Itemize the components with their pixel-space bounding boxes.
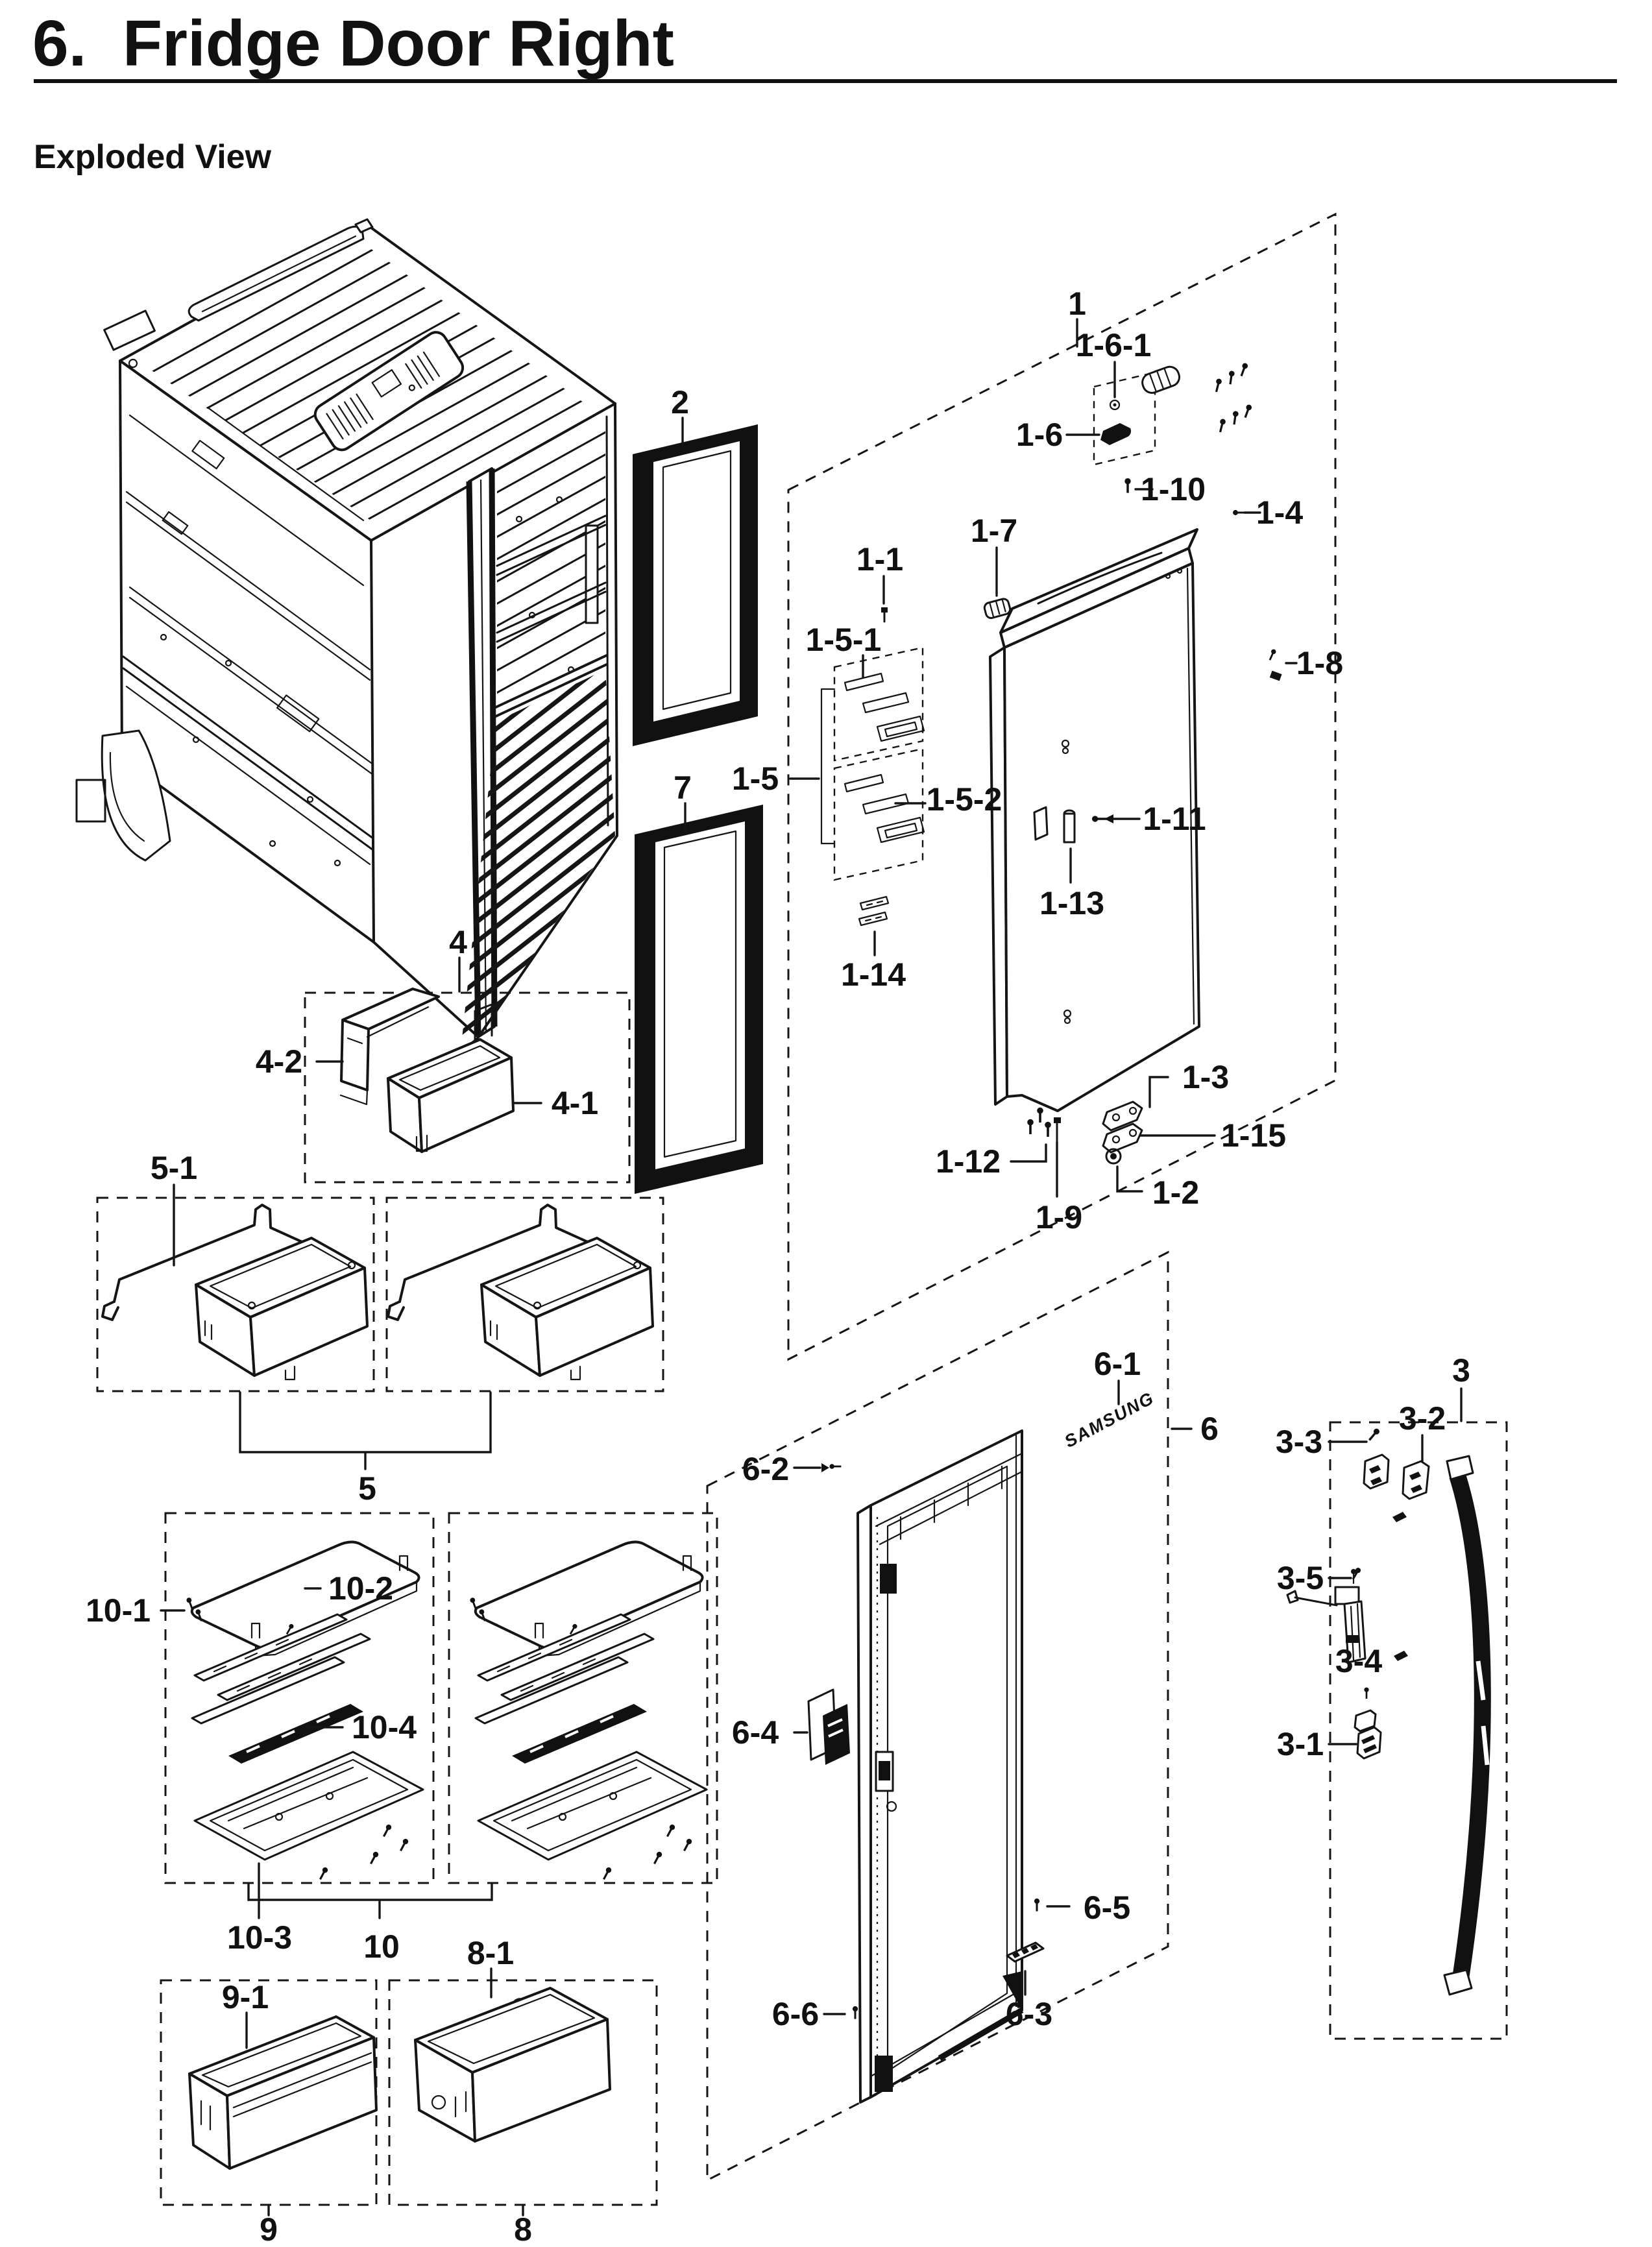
handle-mount-3-2 [1402,1460,1430,1500]
group-4-dairy-bin [304,988,631,1184]
group-10-shelves [164,1512,718,1884]
callout-10-2: 10-2 [328,1570,393,1607]
fridge-door-right-panel [989,528,1200,1112]
callout-10-4: 10-4 [352,1709,417,1745]
callout-9: 9 [260,2211,278,2247]
callout-6-6: 6-6 [772,1996,819,2032]
hinge-middle-1-3 [1102,1100,1143,1154]
callout-1-5-2: 1-5-2 [927,781,1002,818]
callout-1-6: 1-6 [1016,417,1063,453]
dispenser-lever-3-4 [1286,1569,1367,1664]
callout-10-3: 10-3 [227,1919,292,1956]
callout-1-2: 1-2 [1152,1174,1199,1211]
callout-1-1: 1-1 [856,541,903,577]
callout-1-15: 1-15 [1221,1117,1286,1154]
leader-lines [160,318,1463,2217]
callout-3: 3 [1452,1352,1470,1389]
callout-3-5: 3-5 [1277,1560,1324,1596]
door-stopper-1-7 [983,598,1012,619]
callout-4: 4 [449,924,467,960]
latch-6-3 [1006,1941,1045,1963]
group-9-door-bin [160,1979,378,2206]
callout-6-1: 6-1 [1094,1346,1141,1382]
title-underline [34,79,1617,83]
callout-1-4: 1-4 [1256,494,1303,531]
group-5-baskets [96,1196,664,1392]
callout-8-1: 8-1 [467,1935,514,1971]
callout-1-6-1: 1-6-1 [1076,327,1152,363]
callout-1-8: 1-8 [1296,645,1343,681]
door-handle-bar [1449,1473,1491,1984]
callout-1: 1 [1068,285,1086,322]
callout-1-7: 1-7 [971,513,1017,549]
bin-body-4-1 [387,1003,515,1153]
callout-3-1: 3-1 [1277,1726,1324,1762]
callout-1-14: 1-14 [841,956,906,993]
group-8-door-bin [388,1979,658,2206]
door-gasket-2 [633,424,758,746]
callout-1-10: 1-10 [1141,471,1206,507]
fridge-door-inner-panel [856,1429,1024,2104]
callout-1-11: 1-11 [1143,801,1206,837]
hinge-cover-1-6 [1100,423,1132,445]
cap-1-6-1 [1141,365,1180,394]
section-subtitle: Exploded View [34,138,272,176]
pin-1-1 [881,607,888,623]
bin-body-9-1 [188,2015,378,2170]
callout-5-1: 5-1 [151,1150,197,1186]
screw-cluster [1212,361,1254,434]
samsung-logo: SAMSUNG [1062,1388,1158,1451]
group-3-handle-assembly [1286,1421,1508,2040]
callout-6: 6 [1200,1411,1219,1447]
bin-body-8 [414,1987,611,2143]
handle-mount-3-1 [1356,1726,1382,1760]
callout-7: 7 [674,770,692,806]
callout-labels: 1 2 7 4 4-2 4-1 5-1 5 1-1 1-7 1-5-1 1-5 1-5-2 1-14 1-1… [86,285,1470,2247]
callout-10: 10 [363,1928,400,1965]
callout-10-1: 10-1 [86,1592,151,1629]
decal-set-1-5-2 [844,773,925,844]
door-switch-6-4 [807,1688,850,1765]
decal-strips-1-14 [858,895,890,927]
callout-9-1: 9-1 [222,1979,269,2015]
callout-3-3: 3-3 [1276,1424,1322,1460]
callout-1-5-1: 1-5-1 [806,622,882,658]
callout-1-9: 1-9 [1036,1199,1082,1235]
callout-5: 5 [358,1470,376,1507]
callout-4-2: 4-2 [256,1043,302,1080]
refrigerator-cabinet-drawing [75,218,618,1069]
bin-guard-4-2 [339,988,440,1106]
group-6-lower-door-assembly: SAMSUNG [706,1250,1169,2182]
grommet-1-2 [1105,1148,1122,1165]
callout-6-4: 6-4 [732,1714,779,1751]
callout-6-5: 6-5 [1084,1889,1130,1926]
callout-1-13: 1-13 [1039,885,1104,921]
callout-3-2: 3-2 [1399,1400,1446,1437]
callout-4-1: 4-1 [552,1085,598,1121]
callout-1-3: 1-3 [1182,1059,1229,1095]
dispenser-control-panel [313,331,465,452]
door-gasket-7 [635,805,763,1194]
callout-1-12: 1-12 [936,1143,1001,1180]
callout-6-2: 6-2 [742,1451,789,1487]
callout-3-4: 3-4 [1335,1643,1382,1679]
callout-1-5: 1-5 [732,760,779,797]
callout-6-3: 6-3 [1006,1996,1052,2032]
callout-2: 2 [671,384,689,420]
page-title: 6. Fridge Door Right [32,7,674,80]
group-1-upper-door-assembly [787,212,1337,1361]
callout-8: 8 [514,2211,532,2247]
decal-set-1-5-1 [844,672,925,742]
